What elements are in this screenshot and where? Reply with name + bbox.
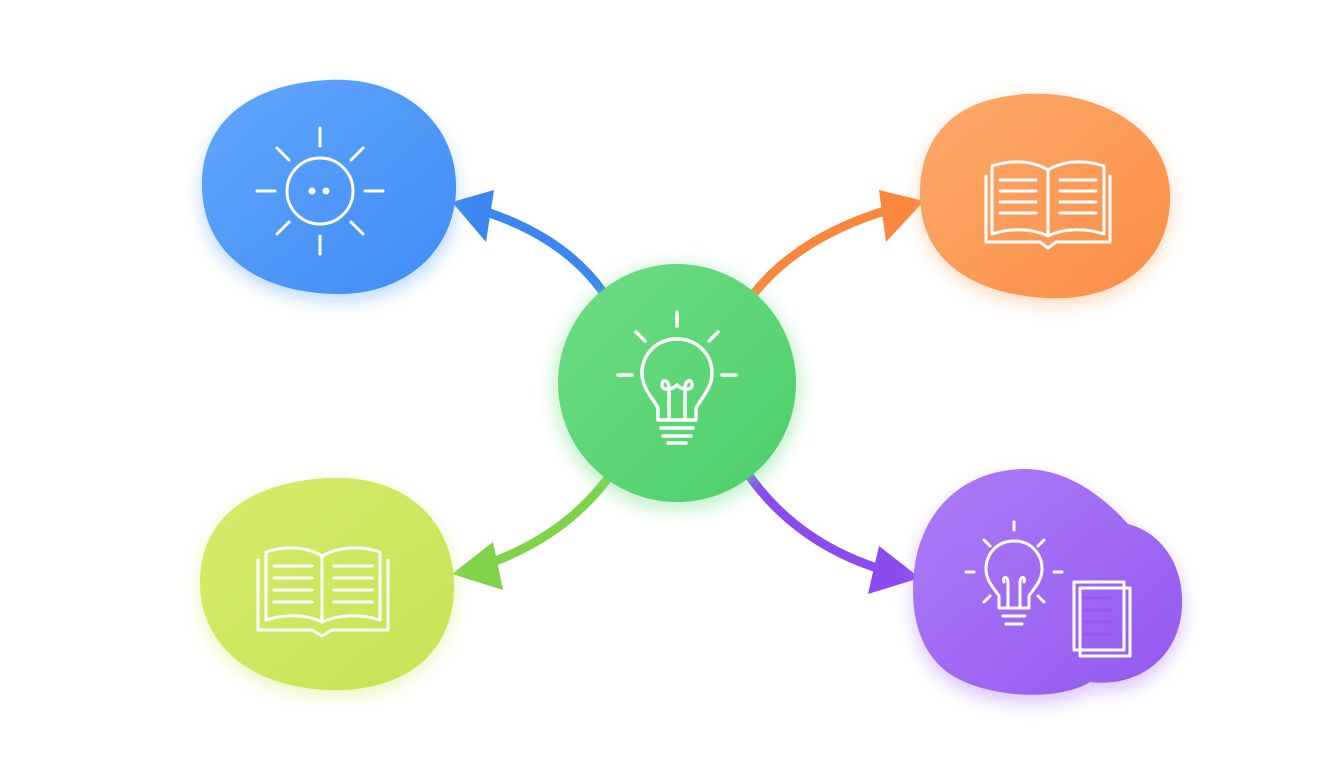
sun-icon (255, 126, 385, 256)
node-center[interactable] (555, 264, 799, 510)
lightbulb-document-icon (964, 520, 1132, 658)
open-book-icon (984, 160, 1112, 250)
node-bottom-right[interactable] (913, 468, 1183, 703)
lightbulb-icon (616, 310, 738, 445)
node-bottom-left[interactable] (200, 477, 455, 697)
node-top-right[interactable] (920, 93, 1171, 305)
connector-top-right (747, 190, 924, 301)
connector-top-left (452, 190, 608, 297)
connector-bottom-right (743, 469, 920, 594)
open-book-icon (256, 546, 390, 638)
node-top-left[interactable] (201, 79, 457, 301)
connector-bottom-left (452, 473, 613, 590)
